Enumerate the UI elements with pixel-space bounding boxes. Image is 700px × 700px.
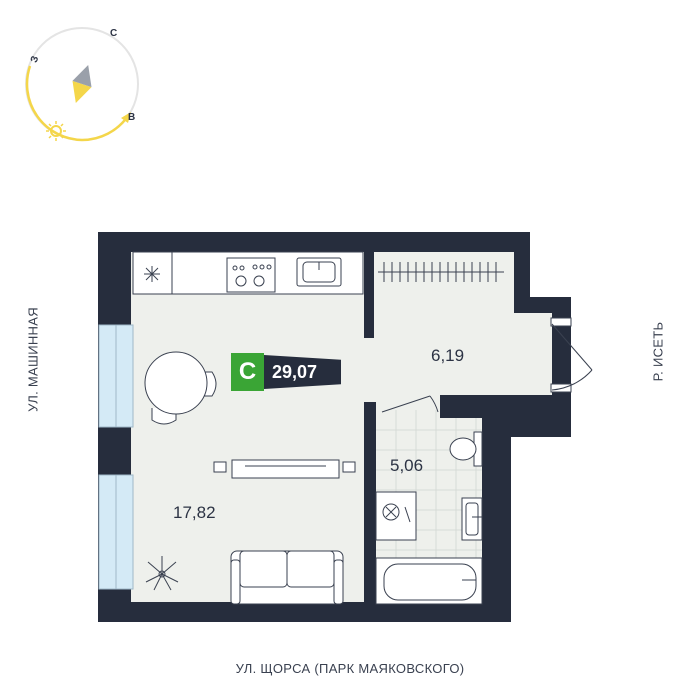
- window-left-lower: [98, 474, 134, 590]
- hall-floor: [374, 252, 552, 410]
- total-area-value: 29,07: [264, 355, 341, 389]
- compass-east-label: В: [128, 112, 136, 123]
- sink-icon: [296, 257, 342, 287]
- compass: [25, 27, 139, 142]
- bathtub-icon: [375, 557, 483, 605]
- kitchen-counter: [132, 251, 364, 295]
- living-room-floor: [131, 252, 364, 602]
- bathroom-door: [381, 395, 439, 413]
- compass-north-label: С: [110, 28, 118, 39]
- stove-icon: [226, 257, 276, 293]
- radiator-icon: [378, 262, 504, 282]
- entrance-door: [550, 317, 593, 393]
- window-left-upper: [98, 324, 134, 428]
- walls: [98, 232, 571, 622]
- street-left-label: УЛ. МАШИННАЯ: [25, 307, 41, 412]
- street-right-label: Р. ИСЕТЬ: [650, 321, 666, 382]
- washing-machine-icon: [375, 491, 417, 541]
- bathroom-area: 5,06: [390, 456, 424, 475]
- plant-icon: [145, 556, 179, 591]
- hall-area: 6,19: [431, 346, 465, 365]
- apartment-type-letter: С: [231, 353, 264, 391]
- sun-icon: [46, 121, 66, 141]
- tv-unit: [213, 459, 356, 479]
- dining-table: [144, 351, 217, 425]
- sofa: [230, 550, 344, 605]
- street-bottom-label: УЛ. ЩОРСА (ПАРК МАЯКОВСКОГО): [235, 661, 465, 676]
- area-badge: С 29,07: [231, 353, 341, 391]
- living-room-area: 17,82: [173, 503, 216, 522]
- fridge-icon: [144, 266, 160, 282]
- washbasin-icon: [461, 497, 483, 541]
- toilet-icon: [449, 431, 483, 467]
